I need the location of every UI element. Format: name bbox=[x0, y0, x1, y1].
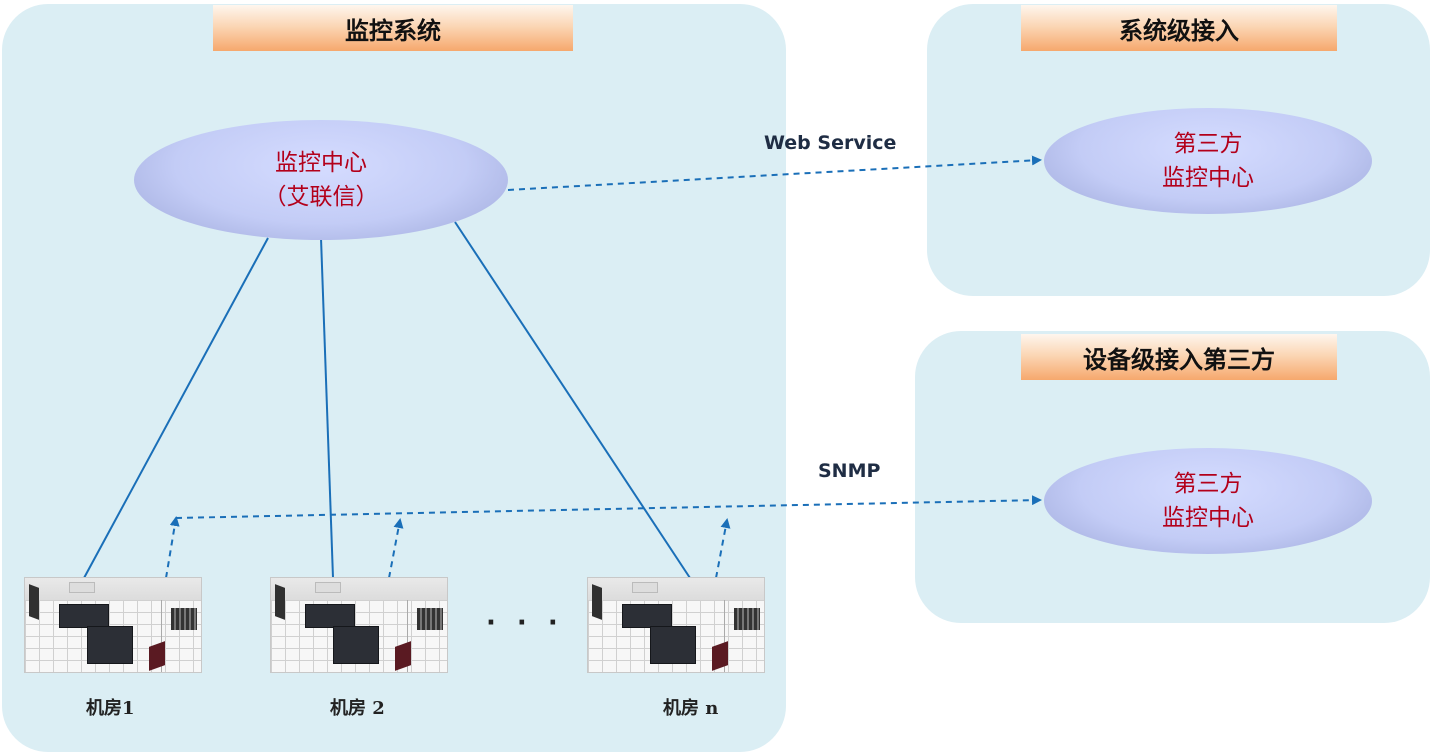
system-level-node-line2: 监控中心 bbox=[1162, 165, 1254, 191]
system-level-node-line1: 第三方 bbox=[1173, 131, 1243, 157]
machine-room-n-label: 机房 n bbox=[663, 698, 719, 719]
device-level-node-line2: 监控中心 bbox=[1162, 505, 1254, 531]
machine-room-2-image bbox=[270, 577, 448, 673]
monitoring-center-node: 监控中心 （艾联信） bbox=[134, 120, 508, 240]
device-level-title: 设备级接入第三方 bbox=[1021, 334, 1337, 380]
machine-room-2-label: 机房 2 bbox=[330, 698, 385, 719]
machine-room-n-image bbox=[587, 577, 765, 673]
snmp-arrow bbox=[175, 495, 1042, 519]
system-level-third-party-node: 第三方 监控中心 bbox=[1044, 108, 1372, 214]
machine-room-1-label: 机房1 bbox=[86, 698, 135, 719]
monitoring-system-title: 监控系统 bbox=[213, 5, 573, 51]
room2-up-arrow bbox=[388, 518, 404, 579]
web-service-label: Web Service bbox=[764, 132, 897, 154]
link-center-room2 bbox=[320, 237, 334, 579]
roomn-up-arrow bbox=[715, 518, 731, 579]
machine-room-1-image bbox=[24, 577, 202, 673]
monitoring-center-line2: （艾联信） bbox=[263, 184, 379, 210]
more-rooms-ellipsis: · · · bbox=[486, 608, 564, 638]
device-level-node-line1: 第三方 bbox=[1173, 471, 1243, 497]
link-center-room1 bbox=[83, 237, 269, 579]
snmp-label: SNMP bbox=[818, 460, 881, 482]
link-center-roomn bbox=[454, 221, 691, 579]
system-level-title: 系统级接入 bbox=[1021, 5, 1337, 51]
web-service-arrow bbox=[507, 155, 1042, 191]
monitoring-center-line1: 监控中心 bbox=[275, 150, 367, 176]
room1-up-arrow bbox=[165, 516, 180, 579]
device-level-third-party-node: 第三方 监控中心 bbox=[1044, 448, 1372, 554]
